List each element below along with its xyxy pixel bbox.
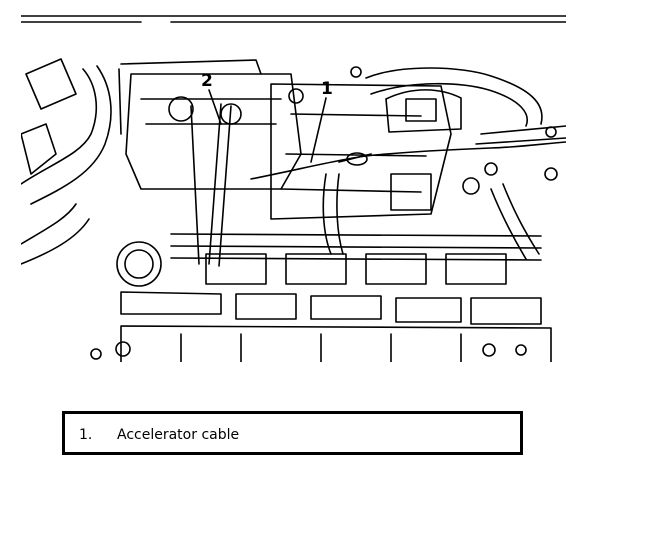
callout-leader-1 [310, 97, 327, 163]
left-hose [21, 65, 112, 205]
callout-2: 2 [201, 71, 213, 91]
oil-filler-cap [116, 241, 162, 287]
cylinder-head [120, 325, 552, 362]
accelerator-cable [250, 141, 566, 180]
callout-leader-2 [208, 89, 222, 125]
engine-bay-illustration: 1 2 [21, 14, 566, 362]
legend-box: 1. Accelerator cable [62, 411, 523, 455]
vertical-rod [208, 103, 232, 267]
intake-manifold [270, 83, 452, 220]
coil-blocks-lower [120, 291, 542, 325]
coil-blocks-upper [205, 253, 507, 285]
legend-item-number: 1. [79, 427, 93, 443]
callout-1: 1 [321, 79, 333, 99]
fuel-rail [170, 233, 542, 261]
legend-item-text: Accelerator cable [117, 427, 240, 443]
throttle-body [125, 73, 302, 190]
legend-item: 1. Accelerator cable [79, 427, 239, 443]
top-edge [21, 15, 566, 23]
